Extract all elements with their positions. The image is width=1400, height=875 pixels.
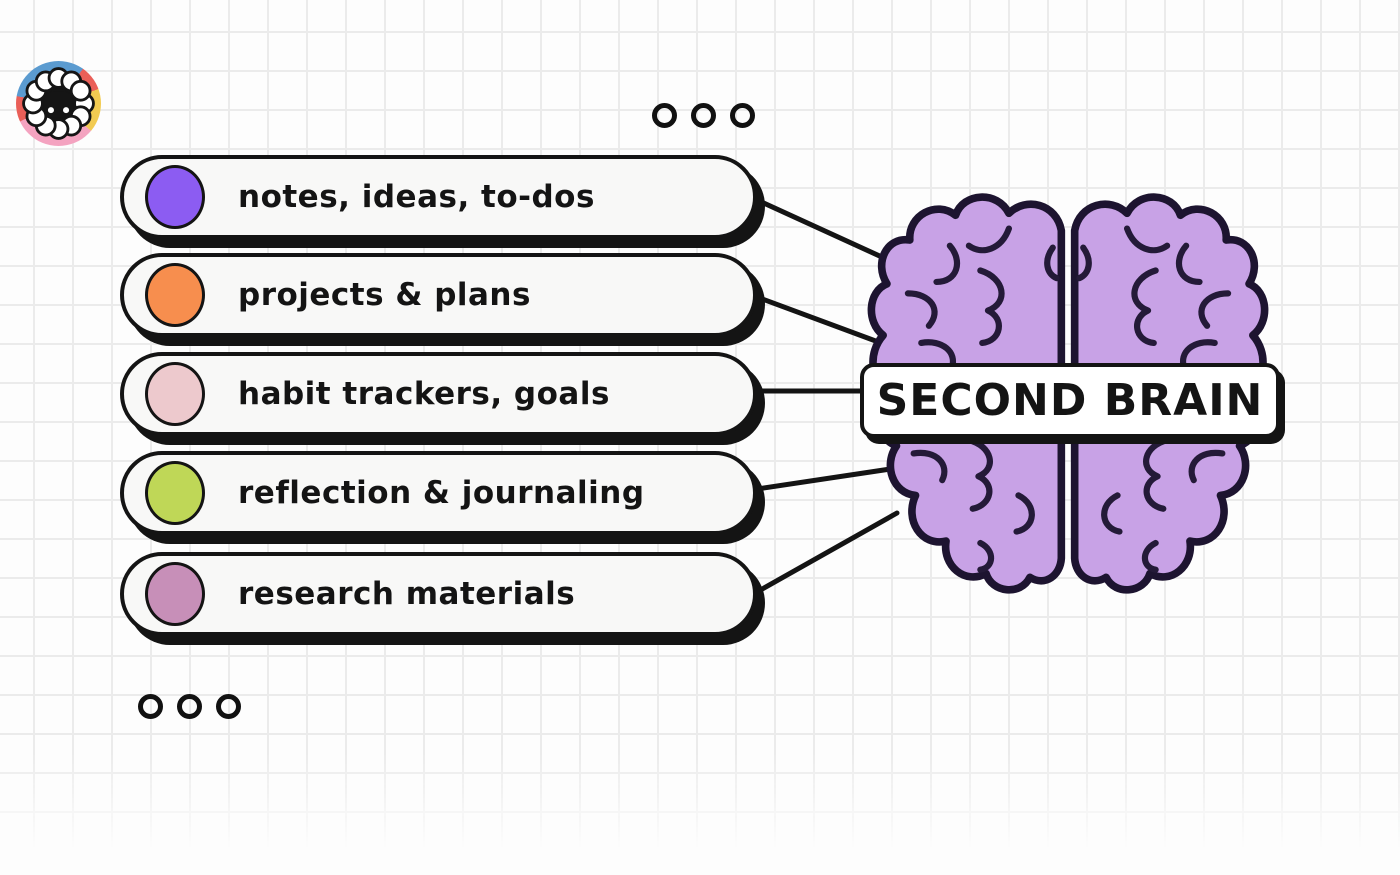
category-color-dot	[145, 165, 205, 229]
category-label: reflection & journaling	[238, 475, 645, 511]
second-brain-title-box: SECOND BRAIN	[860, 363, 1280, 438]
category-pill-notes: notes, ideas, to-dos	[120, 155, 757, 239]
decor-dots-top	[652, 103, 755, 128]
circle-icon	[216, 694, 241, 719]
category-pill-research: research materials	[120, 552, 757, 636]
category-color-dot	[145, 562, 205, 626]
connector-research	[754, 510, 900, 595]
category-label: notes, ideas, to-dos	[238, 179, 595, 215]
circle-icon	[177, 694, 202, 719]
circle-icon	[652, 103, 677, 128]
decor-dots-bottom	[138, 694, 241, 719]
circle-icon	[138, 694, 163, 719]
category-pill-projects: projects & plans	[120, 253, 757, 337]
circle-icon	[730, 103, 755, 128]
category-pill-habits: habit trackers, goals	[120, 352, 757, 436]
page-title: SECOND BRAIN	[876, 375, 1264, 426]
category-label: research materials	[238, 576, 576, 612]
circle-icon	[691, 103, 716, 128]
connector-reflection	[754, 465, 900, 492]
category-color-dot	[145, 362, 205, 426]
category-label: projects & plans	[238, 277, 531, 313]
sheep-logo-icon	[16, 61, 101, 146]
category-color-dot	[145, 461, 205, 525]
category-label: habit trackers, goals	[238, 376, 610, 412]
brain-sulci-lines	[904, 225, 1232, 573]
category-pill-reflection: reflection & journaling	[120, 451, 757, 535]
category-color-dot	[145, 263, 205, 327]
sheep-face-icon	[22, 67, 95, 140]
